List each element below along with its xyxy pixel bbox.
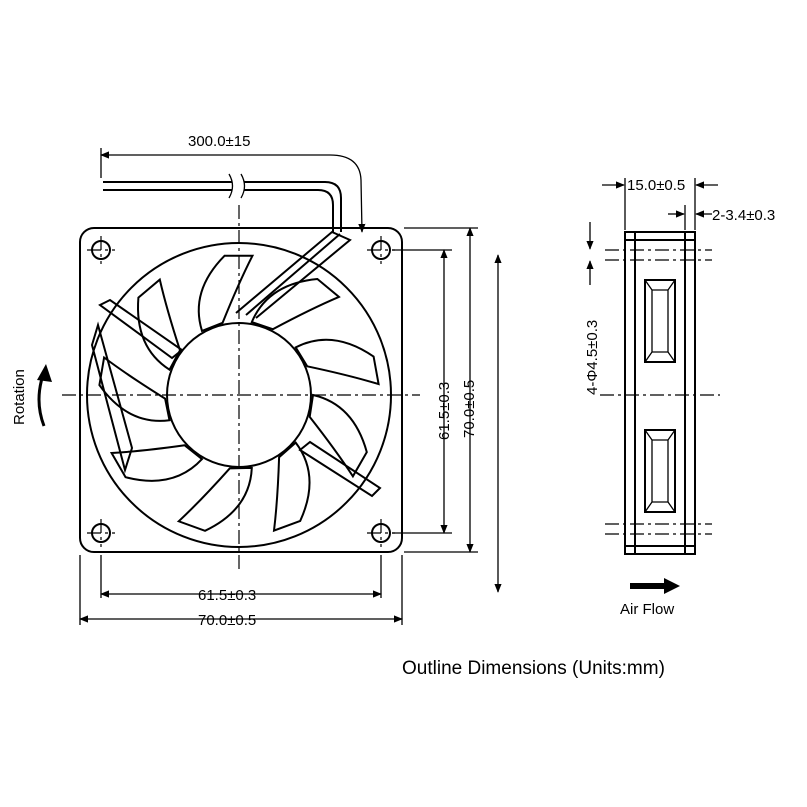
fan-blades: [98, 254, 380, 533]
side-frame: [624, 231, 696, 555]
mount-holes-label: 4-Φ4.5±0.3: [584, 320, 601, 395]
frame-strut-lower: [298, 440, 382, 498]
rotation-label: Rotation: [11, 369, 28, 425]
width-bottom-label: 70.0±0.5: [198, 612, 256, 629]
rib-dimension: 2-3.4±0.3: [668, 205, 775, 230]
rotation-indicator: Rotation: [11, 364, 52, 427]
fan-blade: [109, 444, 204, 482]
frame-strut-left: [90, 321, 134, 474]
rib-spec-label: 2-3.4±0.3: [712, 207, 775, 224]
cable-length-dimension: 300.0±15: [100, 133, 366, 233]
air-flow-arrow-icon: [630, 578, 680, 594]
front-view: [62, 205, 420, 570]
fan-blade: [250, 277, 341, 331]
thickness-dimension: 15.0±0.5: [602, 177, 718, 230]
side-view: [600, 231, 720, 555]
cable-length-label: 300.0±15: [188, 133, 250, 150]
bottom-dimensions: 61.5±0.3 70.0±0.5: [79, 555, 403, 629]
air-flow-indicator: Air Flow: [620, 578, 680, 618]
fan-blade: [294, 338, 380, 386]
cable-leads: [103, 173, 342, 232]
fan-blade: [98, 355, 171, 422]
height-right-label: 70.0±0.5: [461, 380, 478, 438]
fan-blade: [272, 441, 311, 533]
drawing-caption: Outline Dimensions (Units:mm): [402, 658, 665, 679]
hole-spacing-right-label: 61.5±0.3: [436, 382, 453, 440]
mount-hole-dimension: 4-Φ4.5±0.3: [584, 222, 601, 395]
fan-blade: [176, 466, 253, 532]
fan-blade: [136, 277, 182, 372]
air-flow-label: Air Flow: [620, 601, 674, 618]
right-dimensions: 61.5±0.3 70.0±0.5: [392, 227, 502, 593]
thickness-label: 15.0±0.5: [627, 177, 685, 194]
fan-blade: [308, 393, 368, 479]
hole-spacing-bottom-label: 61.5±0.3: [198, 587, 256, 604]
cable-channel: [235, 230, 352, 319]
fan-blade: [197, 254, 255, 333]
